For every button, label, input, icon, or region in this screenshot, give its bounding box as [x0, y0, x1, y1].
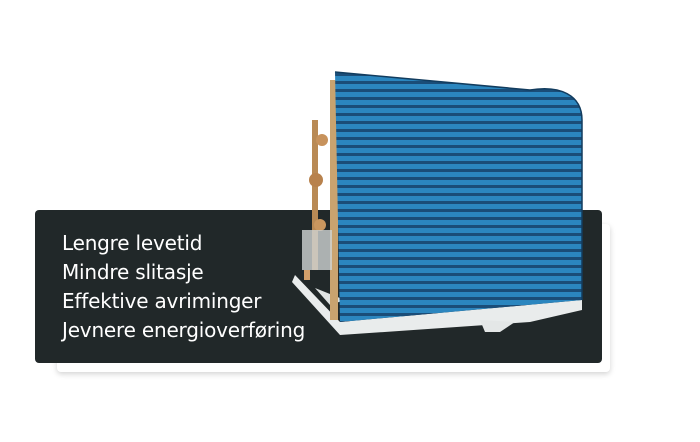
feature-item: Effektive avriminger	[62, 289, 262, 313]
base-tray	[292, 275, 582, 335]
heat-pump-coil-image	[292, 71, 583, 335]
feature-item: Lengre levetid	[62, 231, 203, 255]
feature-list: Lengre levetid Mindre slitasje Effektive…	[62, 229, 305, 345]
feature-item: Mindre slitasje	[62, 260, 204, 284]
feature-item: Jevnere energioverføring	[62, 318, 306, 342]
copper-pipes	[302, 80, 338, 320]
coil	[335, 72, 582, 322]
